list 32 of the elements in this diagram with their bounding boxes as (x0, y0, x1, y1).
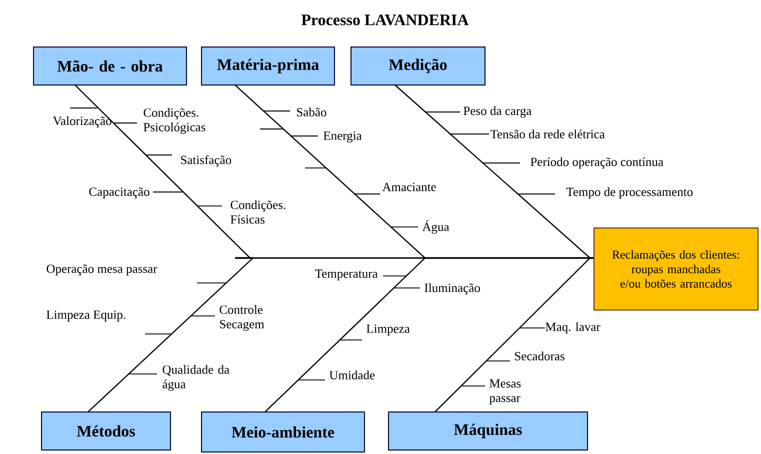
category-box: Matéria-prima (201, 46, 335, 86)
cause-label: Período operação contínua (530, 157, 664, 169)
cause-label: Tensão da rede elétrica (490, 130, 605, 138)
cause-label: Maq. lavar (546, 322, 600, 334)
cause-label: Operação mesa passar (46, 264, 158, 276)
category-box: Meio-ambiente (201, 411, 365, 452)
cause-label: Limpeza Equip. (46, 310, 126, 322)
cause-label: Sabão (297, 108, 326, 116)
cause-label: Condições. Psicológicas (144, 108, 206, 134)
category-box: Medição (350, 46, 486, 86)
cause-label: Peso da carga (464, 106, 532, 118)
category-box: Mão- de - obra (33, 46, 187, 86)
category-box: Máquinas (388, 411, 588, 450)
cause-label: Capacitação (89, 187, 150, 199)
cause-label: Condições. Físicas (230, 200, 286, 224)
effect-box: Reclamações dos clientes: roupas manchadas e/ou botões arrancados (594, 227, 758, 310)
fishbone-line (434, 257, 594, 412)
category-box: Métodos (41, 411, 171, 450)
cause-label: Controle Secagem (220, 305, 264, 331)
cause-label: Valorização (52, 116, 112, 128)
cause-label: Energia (324, 132, 362, 142)
cause-label: Satisfação (181, 155, 232, 167)
cause-label: Tempo de processamento (566, 187, 693, 199)
cause-label: Iluminação (424, 283, 480, 295)
cause-label: Limpeza (366, 324, 410, 336)
cause-label: Temperatura (315, 270, 378, 280)
cause-label: Umidade (329, 370, 375, 380)
cause-label: Amaciante (382, 182, 436, 192)
title: Processo LAVANDERIA (301, 14, 469, 26)
cause-label: Qualidade da água (162, 365, 230, 391)
cause-label: Água (422, 220, 450, 234)
cause-label: Secadoras (515, 352, 564, 360)
